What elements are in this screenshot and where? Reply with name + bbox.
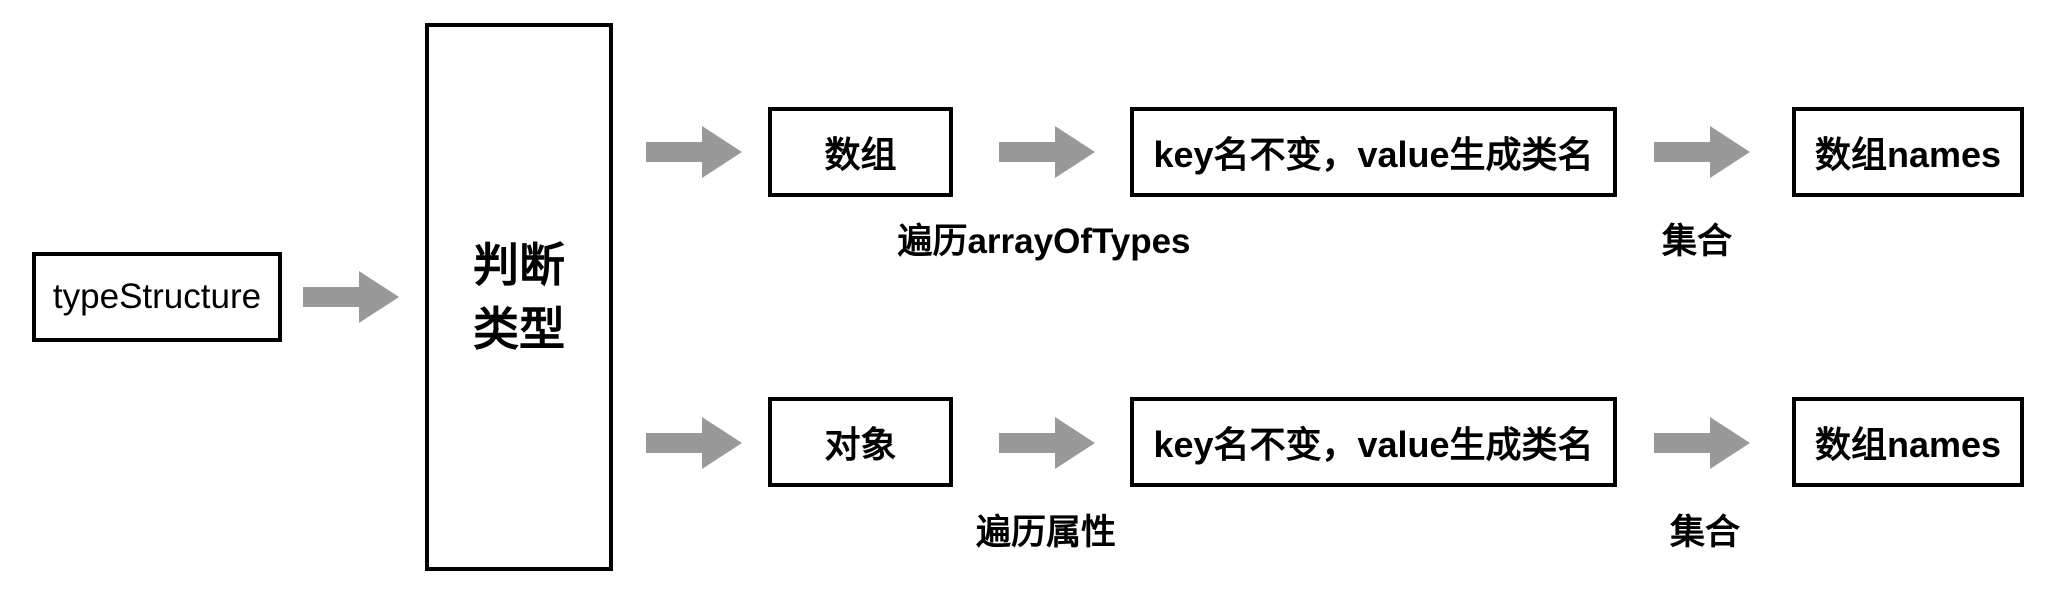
arrow-right-icon [999,126,1095,178]
decision-box-line2: 类型 [473,303,565,355]
iterate-array-label: 遍历arrayOfTypes [897,222,1191,261]
collect-label-bottom: 集合 [1669,513,1740,552]
array-type-box-label: 数组 [824,134,897,175]
object-type-box-label: 对象 [824,424,897,465]
process-box-bottom-label: key名不变，value生成类名 [1153,424,1594,465]
arrow-right-icon [1654,417,1750,469]
array-type-box: 数组 [768,107,953,197]
decision-box: 判断 类型 [425,23,613,571]
arrow-right-icon [999,417,1095,469]
process-box-top-label: key名不变，value生成类名 [1153,134,1594,175]
object-type-box: 对象 [768,397,953,487]
arrow-right-icon [1654,126,1750,178]
result-box-top-label: 数组names [1814,134,2002,175]
result-box-bottom-label: 数组names [1814,424,2002,465]
process-box-top: key名不变，value生成类名 [1130,107,1617,197]
collect-label-top: 集合 [1661,222,1732,261]
result-box-top: 数组names [1792,107,2024,197]
result-box-bottom: 数组names [1792,397,2024,487]
iterate-properties-label: 遍历属性 [975,513,1116,552]
arrow-right-icon [646,126,742,178]
arrow-right-icon [646,417,742,469]
start-box: typeStructure [32,252,282,342]
decision-box-line1: 判断 [473,239,565,291]
start-box-label: typeStructure [52,277,262,316]
process-box-bottom: key名不变，value生成类名 [1130,397,1617,487]
arrow-right-icon [303,271,399,323]
